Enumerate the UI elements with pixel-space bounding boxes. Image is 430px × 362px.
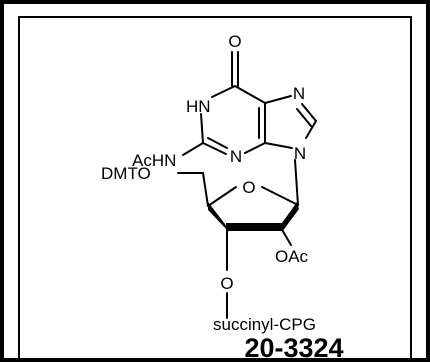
atom-n3: N: [230, 147, 242, 166]
bond-c1prime-o4: [261, 186, 299, 206]
atom-acetamido: AcHN: [132, 151, 176, 170]
atom-labels: O HN N N N AcHN DMTO O OAc O succinyl-CP…: [101, 32, 316, 334]
bond-n9-c1prime: [294, 159, 299, 206]
inner-border: [18, 16, 412, 358]
atom-dmt-oxy: DMTO: [101, 164, 151, 183]
atom-ring-o: O: [242, 178, 255, 197]
atom-succinyl-o: O: [220, 274, 233, 293]
wedge-c4prime-c3prime: [208, 202, 229, 232]
atom-n7: N: [293, 84, 305, 103]
bond-n7-c8-b: [296, 108, 312, 127]
bond-c4prime-c5prime: [202, 172, 209, 207]
atom-n1: HN: [186, 97, 211, 116]
bond-o4-c4prime: [207, 186, 237, 207]
bond-n9-c4: [264, 142, 293, 149]
atom-support: succinyl-CPG: [213, 315, 316, 334]
wedge-c2prime-c1prime: [282, 202, 299, 232]
atom-acetoxy: OAc: [275, 247, 309, 266]
atom-n9: N: [294, 144, 306, 163]
bond-c2-nhac: [182, 142, 204, 156]
bond-c5-c6: [234, 85, 266, 104]
bond-c2-n3-b: [207, 137, 228, 149]
bond-c6-n1: [211, 85, 236, 98]
bond-n1-c2: [200, 113, 204, 144]
bond-c5-n7: [264, 95, 292, 104]
bond-lines: [177, 51, 317, 319]
bond-n3-c4: [244, 142, 266, 154]
bond-n7-c8-a: [301, 103, 317, 122]
bond-c8-n9: [305, 120, 317, 139]
bond-c2-n3-a: [202, 142, 227, 155]
catalog-number: 20-3324: [244, 333, 343, 362]
wedge-c3prime-c2prime: [226, 223, 282, 231]
wedge-bonds: [208, 202, 299, 232]
atom-carbonyl-o: O: [228, 32, 241, 51]
